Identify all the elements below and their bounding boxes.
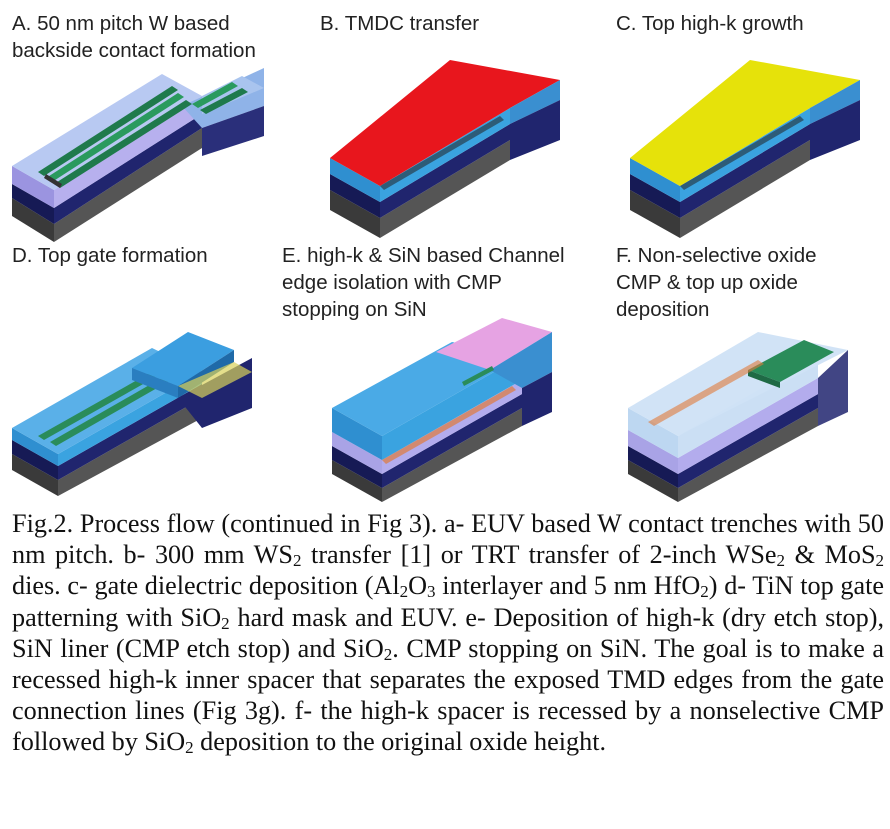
oxide-layer — [12, 166, 54, 208]
panel-b-label: B. TMDC transfer — [320, 12, 480, 35]
caption-text: Fig.2. Process flow (continued in Fig 3)… — [12, 509, 884, 570]
panel-a-label: A. 50 nm pitch W based backside contact … — [12, 12, 256, 62]
caption-text: & MoS — [785, 540, 876, 570]
panel-e-diagram — [332, 318, 552, 502]
panel-b-diagram — [330, 60, 560, 238]
panel-a-diagram — [12, 68, 264, 242]
caption-subscript: 2 — [292, 551, 302, 571]
panel-c-diagram — [630, 60, 860, 238]
base-layer — [12, 184, 54, 224]
caption-text: O — [408, 571, 428, 601]
caption-text: ) d- TiN top gate patterning with SiO — [12, 571, 884, 632]
figure-caption: Fig.2. Process flow (continued in Fig 3)… — [12, 508, 884, 758]
panel-d-diagram — [12, 332, 252, 496]
caption-subscript: 2 — [399, 582, 409, 602]
highk-layer — [630, 60, 860, 186]
panel-d-label: D. Top gate formation — [12, 244, 208, 267]
caption-subscript: 2 — [185, 738, 194, 758]
caption-subscript: 2 — [700, 582, 709, 602]
panel-f-label: F. Non-selective oxide CMP & top up oxid… — [616, 244, 817, 321]
tmdc-layer — [330, 60, 560, 186]
caption-subscript: 2 — [776, 551, 786, 571]
caption-subscript: 2 — [383, 644, 393, 664]
caption-subscript: 3 — [427, 582, 436, 602]
caption-text: interlayer and 5 nm HfO — [435, 571, 701, 601]
panel-c-label: C. Top high-k growth — [616, 12, 804, 35]
panel-f-diagram — [628, 332, 848, 502]
caption-text: . CMP stopping on SiN. The goal is to ma… — [12, 633, 885, 757]
top-gate — [132, 332, 234, 386]
caption-subscript: 2 — [221, 613, 230, 633]
caption-subscript: 2 — [875, 551, 885, 571]
panel-e-label: E. high-k & SiN based Channel edge isola… — [282, 244, 565, 321]
contact-trench — [38, 86, 178, 176]
caption-text: dies. c- gate dielectric deposition (Al — [12, 571, 400, 601]
caption-text: transfer [1] or TRT transfer of 2-inch W… — [301, 540, 777, 570]
caption-text: hard mask and EUV. e- Deposition of high… — [12, 602, 884, 663]
sin-liner — [436, 318, 552, 370]
oxide-topup — [628, 408, 678, 458]
substrate-layer — [12, 198, 54, 242]
caption-text: deposition to the original oxide height. — [193, 727, 607, 757]
